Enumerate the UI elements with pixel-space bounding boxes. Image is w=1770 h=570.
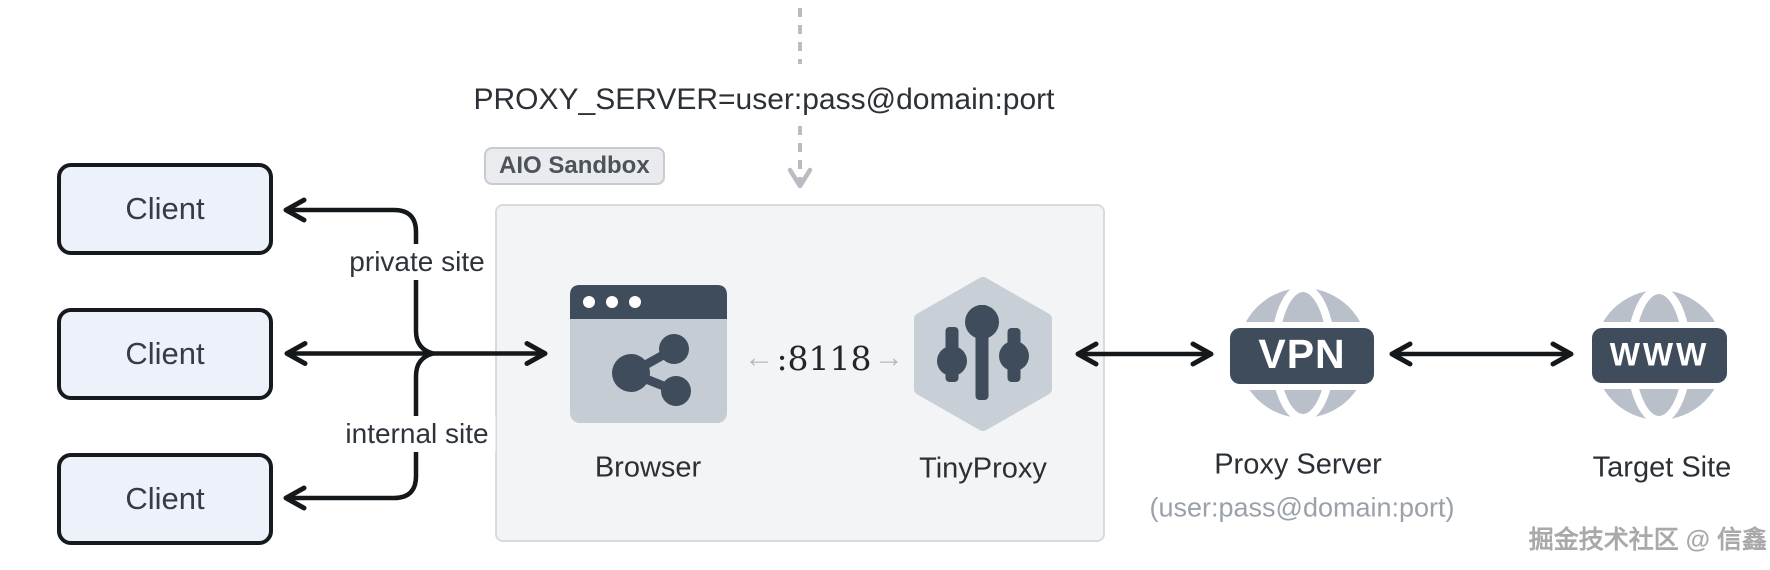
port-8118-label: :8118	[776, 338, 872, 378]
sliders-hexagon-icon	[914, 277, 1052, 431]
browser-label: Browser	[594, 451, 702, 484]
globe-www-icon: WWW	[1588, 286, 1733, 424]
vpn-banner-text: VPN	[1258, 331, 1345, 377]
client-node-3: Client	[57, 453, 273, 545]
target-site-label: Target Site	[1592, 451, 1732, 484]
right-arrow-icon: →	[873, 341, 904, 374]
client-label: Client	[125, 191, 205, 226]
private-site-label: private site	[342, 244, 492, 280]
left-arrow-icon: ←	[744, 341, 774, 374]
client-node-2: Client	[57, 308, 273, 400]
www-banner-text: WWW	[1610, 336, 1710, 372]
browser-window-icon	[570, 285, 727, 423]
tinyproxy-label: TinyProxy	[919, 452, 1047, 485]
internal-site-label: internal site	[338, 416, 496, 452]
client-label: Client	[125, 481, 205, 516]
port-8118-row: ← :8118 →	[744, 340, 904, 376]
proxy-server-credentials: (user:pass@domain:port)	[1149, 492, 1455, 523]
share-nodes-icon	[612, 334, 691, 406]
client-label: Client	[125, 336, 205, 371]
client-node-1: Client	[57, 163, 273, 255]
proxy-server-label: Proxy Server	[1214, 448, 1382, 481]
globe-vpn-icon: VPN	[1226, 284, 1378, 422]
watermark: 掘金技术社区 @ 信鑫	[1528, 526, 1767, 554]
proxy-env-label: PROXY_SERVER=user:pass@domain:port	[473, 83, 1055, 116]
aio-sandbox-badge: AIO Sandbox	[484, 147, 665, 185]
